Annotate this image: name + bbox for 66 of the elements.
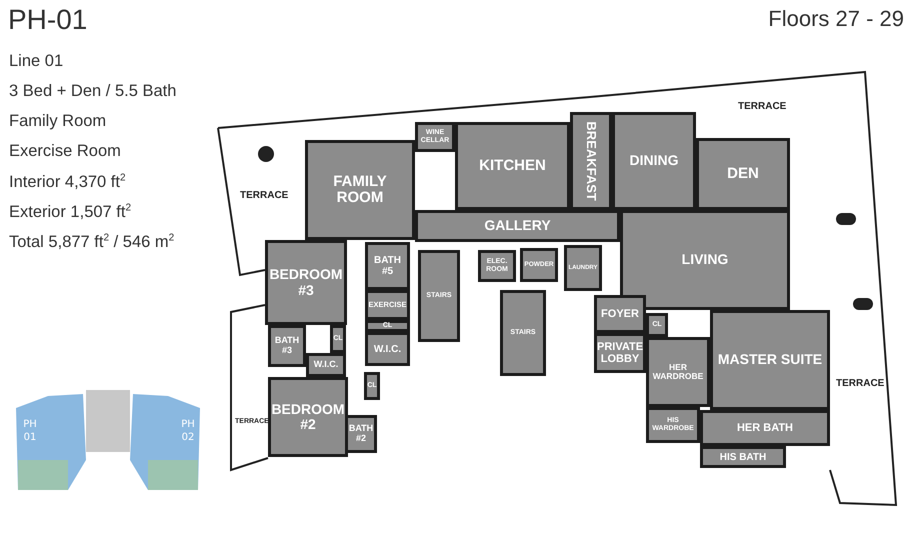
room (265, 240, 347, 325)
room (646, 407, 700, 443)
room-label: HER BATH (736, 422, 793, 434)
info-text: Interior 4,370 ft$^{2}$ (9, 172, 126, 190)
unit-label: PH 01 (22, 418, 38, 444)
room (500, 290, 546, 376)
room (520, 248, 558, 282)
room (478, 250, 516, 282)
room (594, 295, 646, 333)
room (268, 377, 348, 457)
room (364, 372, 380, 400)
room (570, 112, 612, 210)
room (365, 332, 410, 366)
room (365, 242, 410, 290)
info-text: Exterior 1,507 ft$^{2}$ (9, 202, 132, 220)
room-label: BATH #5 (372, 255, 402, 277)
room-label: GALLERY (484, 218, 551, 234)
info-text: Line 01 (9, 52, 64, 70)
room (415, 210, 620, 242)
room (620, 210, 790, 310)
room (330, 325, 346, 353)
info-text: 3 Bed + Den / 5.5 Bath (9, 82, 176, 100)
room (365, 290, 410, 320)
floors-text: Floors 27 - 29 (768, 6, 904, 32)
room (612, 112, 696, 210)
info-text: Total 5,877 ft$^{2}$ / 546 m$^{2}$ (9, 232, 174, 250)
plan-title: PH-01 (8, 4, 88, 36)
room-label: BEDROOM #2 (271, 402, 345, 432)
room (696, 138, 790, 210)
room (594, 333, 646, 373)
room (306, 353, 346, 377)
room (415, 122, 455, 152)
room (700, 446, 786, 468)
terrace-label: TERRACE (240, 190, 288, 201)
room (455, 122, 570, 210)
room (305, 140, 415, 240)
unit-label: PH 02 (180, 418, 196, 444)
info-text: Exercise Room (9, 142, 121, 160)
room-label: DEN (727, 166, 759, 182)
terrace-label: TERRACE (738, 101, 786, 112)
room-label: BATH #2 (348, 424, 374, 444)
room (365, 320, 410, 332)
room (418, 250, 460, 342)
room-label: KITCHEN (479, 158, 546, 174)
room-label: BEDROOM #3 (268, 267, 344, 298)
room-label: HIS BATH (720, 452, 766, 462)
room-label: HER WARDROBE (652, 362, 704, 382)
room (345, 415, 377, 453)
room-label: FAMILY ROOM (332, 174, 388, 206)
room-label: LIVING (682, 252, 728, 268)
room-label: FOYER (601, 308, 639, 320)
terrace-label: TERRACE (836, 378, 884, 389)
room (268, 325, 306, 367)
info-text: Family Room (9, 112, 106, 130)
room (646, 313, 668, 337)
room (700, 410, 830, 446)
room-label: MASTER SUITE (718, 352, 822, 368)
room (710, 310, 830, 410)
room-label: W.I.C. (314, 360, 338, 370)
room (564, 245, 602, 291)
room-label: BREAKFAST (584, 121, 598, 201)
room-label: BATH #3 (274, 336, 300, 356)
room-label: DINING (630, 153, 678, 169)
room-label: W.I.C. (374, 344, 402, 354)
room-label: PRIVATE LOBBY (596, 340, 644, 366)
room (646, 337, 710, 407)
